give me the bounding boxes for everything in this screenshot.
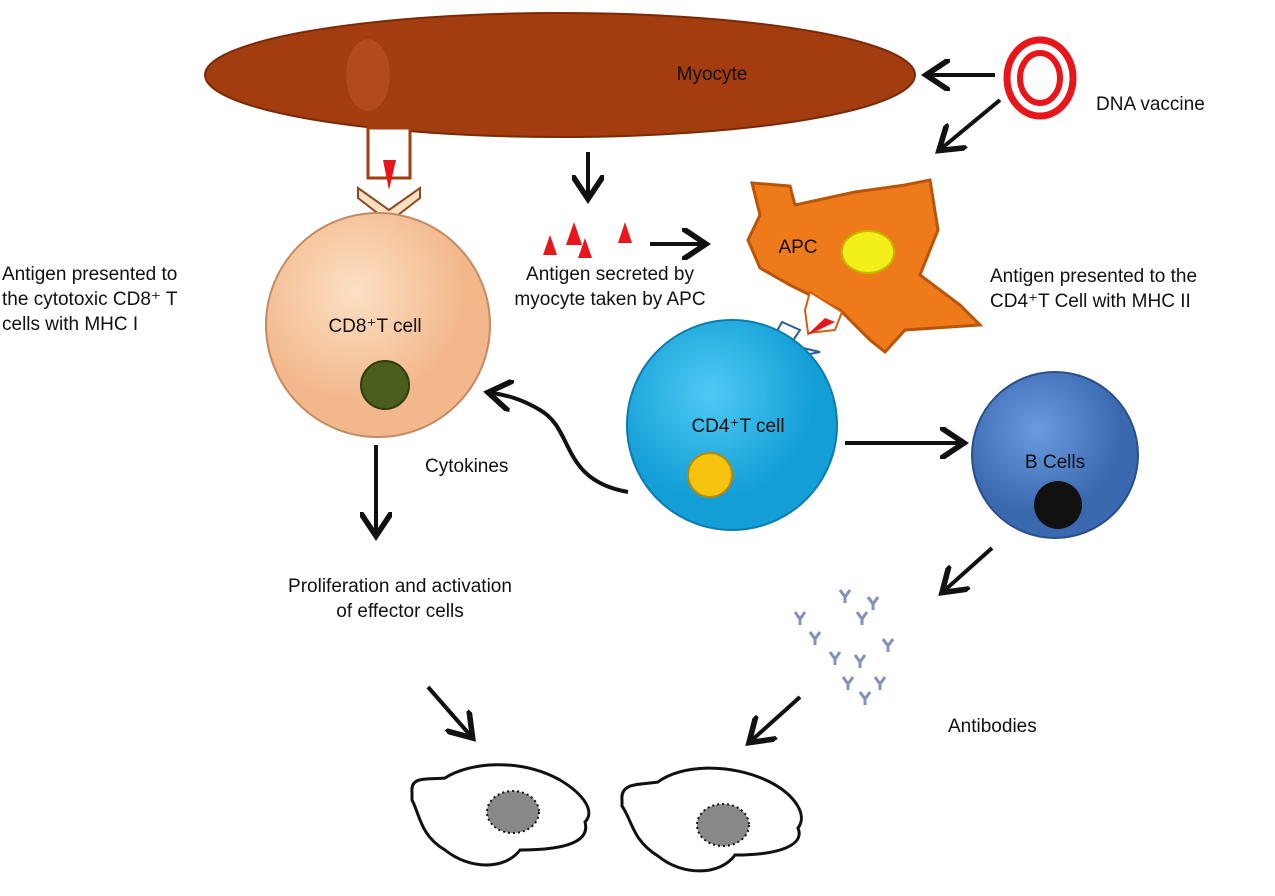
- cd8-nucleus: [360, 360, 410, 410]
- mhc1-receptor-icon: [357, 126, 421, 224]
- antibody-icon: [828, 651, 842, 665]
- cd4-nucleus: [687, 452, 733, 498]
- arrow-bcell-to-antibodies: [945, 546, 994, 590]
- apc-label: APC: [778, 237, 817, 258]
- cd8-t-cell: CD8⁺T cell: [265, 212, 491, 438]
- arrow-effector-to-target: [426, 685, 470, 735]
- dna-vaccine-label: DNA vaccine: [1096, 94, 1205, 115]
- dna-vaccine-plasmid-icon: [1003, 36, 1077, 120]
- mhc1-text-line: Antigen presented to: [2, 264, 177, 285]
- cd4-t-cell: CD4⁺T cell: [626, 319, 838, 531]
- myocyte-cell: Myocyte: [204, 12, 916, 138]
- mhc1-text-line: cells with MHC I: [2, 314, 138, 335]
- antibodies-label: Antibodies: [948, 716, 1037, 737]
- arrow-antibodies-to-target: [752, 695, 802, 740]
- target-cell: [410, 763, 591, 867]
- secreted-text-line: Antigen secreted by: [526, 264, 694, 285]
- antibody-icon: [793, 611, 807, 625]
- antibody-icon: [808, 631, 822, 645]
- proliferation-text-line: Proliferation and activation: [288, 576, 512, 597]
- apc-nucleus: [841, 230, 895, 274]
- antibody-icons: [793, 589, 895, 705]
- cd8-label: CD8⁺T cell: [328, 316, 421, 337]
- arrow-cytokines: [492, 393, 629, 494]
- antibody-icon: [853, 654, 867, 668]
- antigen-icons: [543, 222, 632, 258]
- apc-cell: APC: [746, 178, 984, 355]
- antibody-icon: [866, 596, 880, 610]
- antibody-icon: [858, 691, 872, 705]
- cd4-label: CD4⁺T cell: [691, 416, 784, 437]
- antibody-icon: [873, 676, 887, 690]
- secreted-text-line: myocyte taken by APC: [514, 289, 705, 310]
- arrow-vaccine-to-apc: [942, 98, 1002, 148]
- myocyte-label: Myocyte: [677, 64, 748, 85]
- mhc2-text-line: CD4⁺T Cell with MHC II: [990, 291, 1191, 312]
- antibody-icon: [841, 676, 855, 690]
- bcell-label: B Cells: [1025, 452, 1085, 473]
- proliferation-text-line: of effector cells: [336, 601, 463, 622]
- bcell-nucleus: [1034, 481, 1082, 529]
- myocyte-nucleus: [346, 39, 390, 111]
- antibody-icon: [881, 638, 895, 652]
- antibody-icon: [855, 611, 869, 625]
- antibody-icon: [838, 589, 852, 603]
- b-cell: B Cells: [971, 371, 1139, 539]
- target-cell: [620, 766, 803, 873]
- mhc2-text-line: Antigen presented to the: [990, 266, 1197, 287]
- mhc1-text-line: the cytotoxic CD8⁺ T: [2, 289, 178, 310]
- cytokines-label: Cytokines: [425, 456, 508, 477]
